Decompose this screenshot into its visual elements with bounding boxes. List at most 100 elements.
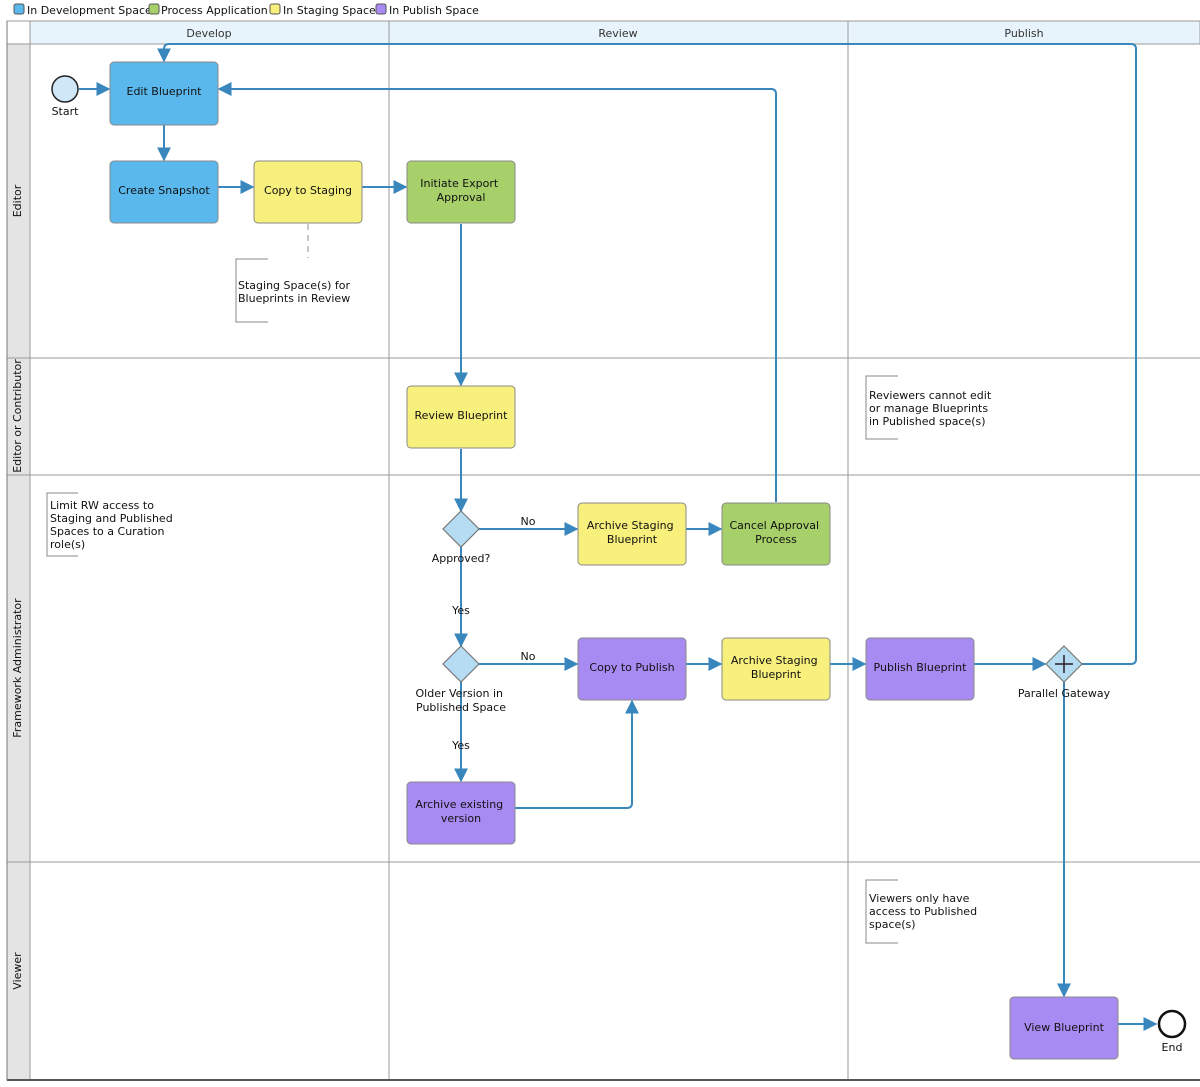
task-view-blueprint-text: View Blueprint bbox=[1024, 1021, 1104, 1034]
column-header-review: Review bbox=[598, 27, 637, 40]
task-review-blueprint[interactable]: Review Blueprint bbox=[406, 385, 516, 449]
gateway-older-version-line-1: Older Version in bbox=[416, 687, 503, 700]
task-initiate-export-approval[interactable]: Initiate Export Approval bbox=[406, 160, 516, 224]
task-copy-to-staging-text: Copy to Staging bbox=[264, 184, 352, 197]
gateway-parallel-label: Parallel Gateway bbox=[1018, 687, 1111, 700]
sequence-flows bbox=[79, 43, 1158, 1031]
flow-label-approved-no: No bbox=[521, 515, 536, 528]
task-review-blueprint-box[interactable] bbox=[406, 385, 516, 449]
start-event[interactable]: Start bbox=[51, 75, 80, 118]
task-cancel-approval-process-box[interactable] bbox=[721, 502, 831, 566]
legend-label-publish: In Publish Space bbox=[389, 4, 479, 17]
task-view-blueprint[interactable]: View Blueprint bbox=[1009, 996, 1119, 1060]
legend-item-staging: In Staging Space bbox=[269, 3, 376, 17]
annotation-limit-rw-line-3: Spaces to a Curation bbox=[50, 525, 165, 538]
task-initiate-export-approval-text: Initiate Export Approval bbox=[420, 177, 501, 204]
legend-swatch-development bbox=[13, 3, 25, 15]
task-create-snapshot[interactable]: Create Snapshot bbox=[109, 160, 219, 224]
legend-item-development: In Development Space bbox=[13, 3, 152, 17]
task-publish-blueprint-line-1: Publish Blueprint bbox=[874, 661, 968, 674]
task-cancel-approval-process[interactable]: Cancel Approval Process bbox=[721, 502, 831, 566]
task-copy-to-publish-line-1: Copy to Publish bbox=[589, 661, 674, 674]
task-edit-blueprint-box[interactable] bbox=[109, 61, 219, 126]
annotation-reviewers: Reviewers cannot edit or manage Blueprin… bbox=[865, 375, 992, 440]
legend: In Development Space Process Application… bbox=[13, 3, 479, 17]
task-create-snapshot-box[interactable] bbox=[109, 160, 219, 224]
task-review-blueprint-text: Review Blueprint bbox=[415, 409, 509, 422]
task-review-blueprint-line-1: Review Blueprint bbox=[415, 409, 509, 422]
annotation-viewers: Viewers only have access to Published sp… bbox=[865, 879, 981, 944]
gateway-older-version-diamond[interactable] bbox=[442, 645, 480, 683]
flow-label-older-no: No bbox=[521, 650, 536, 663]
task-initiate-export-approval-box[interactable] bbox=[406, 160, 516, 224]
annotation-staging-line-2: Blueprints in Review bbox=[238, 292, 350, 305]
task-copy-to-publish-text: Copy to Publish bbox=[589, 661, 674, 674]
gateway-approved-diamond[interactable] bbox=[442, 510, 480, 548]
column-header-develop: Develop bbox=[186, 27, 231, 40]
task-archive-existing-version-text: Archive existing version bbox=[415, 798, 506, 825]
start-event-circle[interactable] bbox=[51, 75, 79, 103]
task-view-blueprint-line-1: View Blueprint bbox=[1024, 1021, 1104, 1034]
task-copy-to-staging-line-1: Copy to Staging bbox=[264, 184, 352, 197]
pool bbox=[6, 20, 1200, 1081]
task-create-snapshot-line-1: Create Snapshot bbox=[118, 184, 210, 197]
task-initiate-export-approval-line-2: Approval bbox=[437, 191, 486, 204]
task-publish-blueprint[interactable]: Publish Blueprint bbox=[865, 637, 975, 701]
legend-label-development: In Development Space bbox=[27, 4, 152, 17]
annotation-limit-rw-line-4: role(s) bbox=[50, 538, 85, 551]
gateway-approved-line-1: Approved? bbox=[432, 552, 491, 565]
lane-label-viewer: Viewer bbox=[11, 952, 24, 990]
task-archive-staging-blueprint-1-line-2: Blueprint bbox=[607, 533, 658, 546]
task-initiate-export-approval-line-1: Initiate Export bbox=[420, 177, 499, 190]
flow-gateway-to-edit[interactable] bbox=[157, 43, 1137, 665]
task-copy-to-staging[interactable]: Copy to Staging bbox=[253, 160, 363, 224]
task-archive-staging-blueprint-2-text: Archive Staging Blueprint bbox=[731, 654, 821, 681]
annotation-reviewers-line-3: in Published space(s) bbox=[869, 415, 986, 428]
task-archive-staging-blueprint-1-line-1: Archive Staging bbox=[587, 519, 674, 532]
task-archive-staging-blueprint-1-text: Archive Staging Blueprint bbox=[587, 519, 677, 546]
annotation-reviewers-line-2: or manage Blueprints bbox=[869, 402, 988, 415]
legend-label-process: Process Application bbox=[161, 4, 268, 17]
gateway-approved[interactable]: Approved? bbox=[432, 510, 491, 565]
task-archive-existing-version[interactable]: Archive existing version bbox=[406, 781, 516, 845]
end-event[interactable]: End bbox=[1157, 1009, 1187, 1054]
pool-header-corner bbox=[6, 20, 31, 45]
annotation-reviewers-line-1: Reviewers cannot edit bbox=[869, 389, 992, 402]
flow-label-older-yes: Yes bbox=[451, 739, 470, 752]
task-cancel-approval-process-line-1: Cancel Approval bbox=[729, 519, 819, 532]
task-edit-blueprint[interactable]: Edit Blueprint bbox=[109, 61, 219, 126]
legend-item-publish: In Publish Space bbox=[375, 3, 479, 17]
end-event-circle[interactable] bbox=[1157, 1009, 1187, 1039]
task-archive-staging-blueprint-1-box[interactable] bbox=[577, 502, 687, 566]
task-archive-existing-version-box[interactable] bbox=[406, 781, 516, 845]
task-archive-staging-blueprint-2-box[interactable] bbox=[721, 637, 831, 701]
task-cancel-approval-process-line-2: Process bbox=[755, 533, 797, 546]
task-publish-blueprint-box[interactable] bbox=[865, 637, 975, 701]
annotation-viewers-line-1: Viewers only have bbox=[869, 892, 970, 905]
task-copy-to-publish[interactable]: Copy to Publish bbox=[577, 637, 687, 701]
task-archive-staging-blueprint-2[interactable]: Archive Staging Blueprint bbox=[721, 637, 831, 701]
start-event-label: Start bbox=[52, 105, 80, 118]
annotation-text-staging: Staging Space(s) for Blueprints in Revie… bbox=[238, 279, 353, 305]
task-archive-staging-blueprint-2-line-2: Blueprint bbox=[751, 668, 802, 681]
task-copy-to-staging-box[interactable] bbox=[253, 160, 363, 224]
task-publish-blueprint-text: Publish Blueprint bbox=[874, 661, 968, 674]
legend-item-process: Process Application bbox=[148, 3, 268, 17]
gateway-older-version[interactable]: Older Version in Published Space bbox=[416, 645, 507, 714]
gateway-parallel-plus-icon bbox=[1055, 655, 1073, 673]
flow-archive-existing-to-copypub[interactable] bbox=[515, 699, 639, 809]
gateway-parallel[interactable]: Parallel Gateway bbox=[1018, 645, 1111, 700]
task-create-snapshot-text: Create Snapshot bbox=[118, 184, 210, 197]
annotation-text-viewers: Viewers only have access to Published sp… bbox=[869, 892, 981, 931]
task-cancel-approval-process-text: Cancel Approval Process bbox=[729, 519, 822, 546]
flow-cancel-to-edit[interactable] bbox=[217, 82, 777, 502]
task-archive-staging-blueprint-1[interactable]: Archive Staging Blueprint bbox=[577, 502, 687, 566]
task-edit-blueprint-text: Edit Blueprint bbox=[127, 85, 203, 98]
legend-swatch-publish bbox=[375, 3, 387, 15]
legend-swatch-process bbox=[148, 3, 160, 15]
task-view-blueprint-box[interactable] bbox=[1009, 996, 1119, 1060]
annotation-viewers-line-2: access to Published bbox=[869, 905, 977, 918]
annotation-text-limit-rw: Limit RW access to Staging and Published… bbox=[50, 499, 176, 551]
legend-label-staging: In Staging Space bbox=[283, 4, 376, 17]
task-copy-to-publish-box[interactable] bbox=[577, 637, 687, 701]
